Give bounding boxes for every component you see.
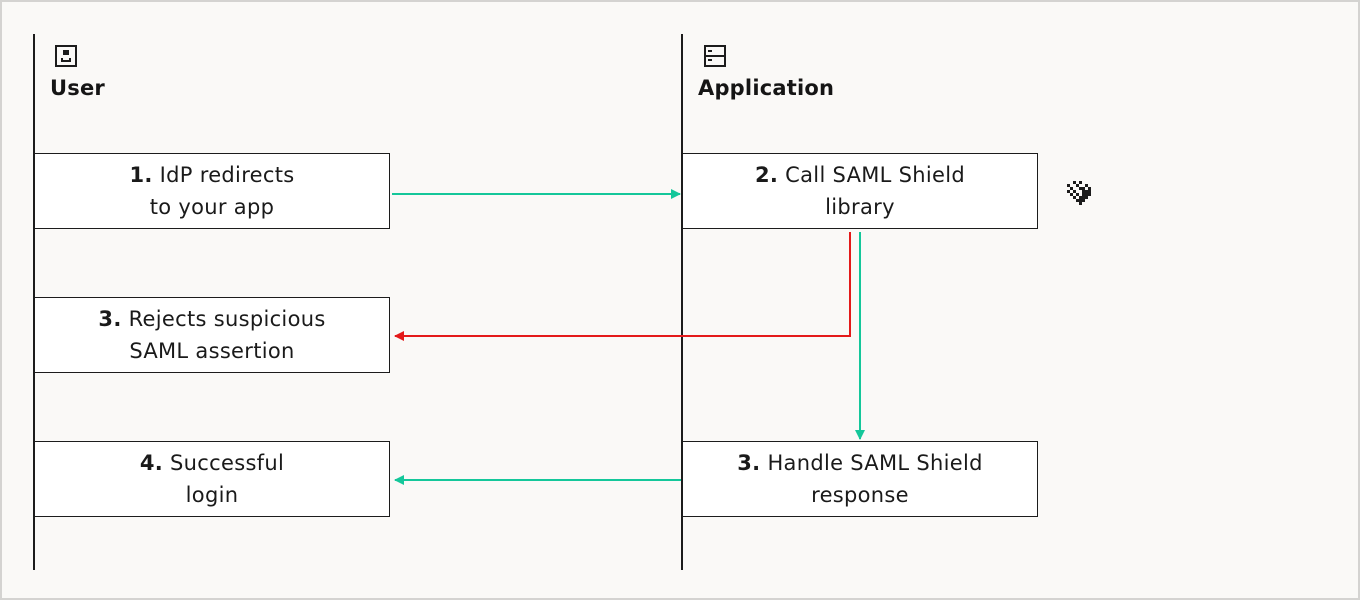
- step-label: Rejects suspicious: [128, 307, 326, 331]
- step-label-line2: response: [811, 483, 909, 507]
- application-lifeline: [681, 34, 683, 570]
- step-successful-login: 4. Successful login: [34, 441, 390, 517]
- step-idp-redirect: 1. IdP redirects to your app: [34, 153, 390, 229]
- application-lane-title: Application: [698, 76, 835, 100]
- step-label-line2: SAML assertion: [129, 339, 295, 363]
- step-label: IdP redirects: [159, 163, 295, 187]
- arrow-reject-path: [394, 232, 851, 341]
- step-reject-assertion: 3. Rejects suspicious SAML assertion: [34, 297, 390, 373]
- step-label: Handle SAML Shield: [767, 451, 983, 475]
- user-badge-icon: [55, 45, 77, 67]
- step-label-line2: library: [825, 195, 895, 219]
- user-lane-title: User: [50, 76, 105, 100]
- step-number: 4.: [139, 451, 164, 475]
- step-number: 1.: [129, 163, 153, 187]
- step-number: 3.: [98, 307, 122, 331]
- step-label-line2: to your app: [149, 195, 275, 219]
- step-label: Call SAML Shield: [785, 163, 965, 187]
- step-handle-response: 3. Handle SAML Shield response: [682, 441, 1038, 517]
- step-call-library: 2. Call SAML Shield library: [682, 153, 1038, 229]
- step-number: 3.: [737, 451, 761, 475]
- pixel-shield-icon: [1067, 181, 1091, 205]
- step-label: Successful: [170, 451, 285, 475]
- step-number: 2.: [754, 163, 779, 187]
- server-icon: [704, 45, 726, 67]
- step-label-line2: login: [185, 483, 239, 507]
